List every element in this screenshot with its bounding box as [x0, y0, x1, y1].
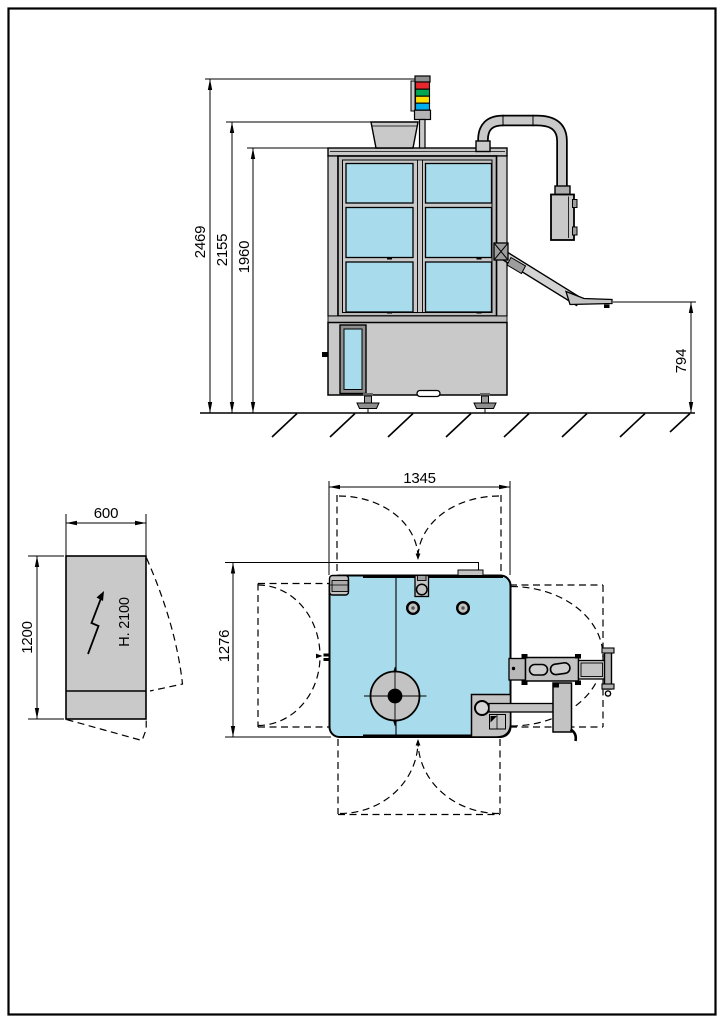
hmi-panel [550, 193, 578, 241]
top-edge-strip [457, 569, 484, 576]
hmi-button-bottom [572, 226, 578, 236]
window-6 [424, 261, 493, 313]
cabinet-door-swing-bottom [66, 718, 147, 742]
dim-outfeed-height-label: 794 [673, 349, 690, 373]
center-mullion [417, 159, 423, 313]
glass-windows [343, 162, 493, 390]
base-door-glass [343, 328, 363, 390]
outfeed-chute [493, 242, 613, 308]
beacon-green-segment [414, 88, 431, 97]
dim-cabinet-width-label: 600 [94, 505, 118, 522]
top-clamp-tab [414, 574, 430, 598]
leveling-foot-right [473, 393, 497, 413]
leveling-foot-left [356, 393, 380, 413]
cabinet-door-swing-right [145, 557, 184, 692]
chute-clamp [506, 256, 527, 275]
stack-light-cap [414, 75, 431, 83]
stack-light-pole [418, 118, 426, 149]
door-swing-envelopes [257, 495, 604, 816]
beacon-blue-segment [414, 102, 431, 111]
machine-plan-body [323, 569, 615, 742]
cabinet-view: 600 1200 H. 2100 [19, 505, 184, 742]
turntable [364, 666, 427, 727]
window-2 [424, 162, 493, 204]
hmi-button-top [572, 199, 578, 208]
window-5 [345, 261, 414, 313]
dim-total-height-label: 2469 [192, 226, 209, 259]
front-dimensions: 2469 2155 1960 794 [192, 78, 696, 413]
beacon-yellow-segment [414, 95, 431, 104]
pendant-arm [475, 114, 571, 196]
arm-flange [475, 140, 491, 153]
corner-hinge-block [328, 574, 350, 596]
dim-plan-depth-label: 1276 [216, 630, 233, 663]
window-1 [345, 162, 414, 204]
right-column [495, 155, 508, 317]
stack-light-bracket [410, 80, 416, 112]
cabinet-body [65, 555, 147, 720]
cabinet-dimensions: 600 1200 [19, 505, 147, 720]
window-4 [424, 206, 493, 259]
dim-cabin-height-label: 1960 [236, 241, 253, 274]
dim-plan-width-label: 1345 [403, 470, 436, 487]
cabinet-height-label: H. 2100 [117, 597, 133, 647]
outfeed-conveyor [508, 647, 615, 697]
outfeed-support-block [552, 682, 578, 742]
window-3 [345, 206, 414, 259]
lightning-bolt-icon [87, 591, 104, 655]
plan-dimensions: 1345 1276 [216, 470, 511, 738]
drawing-border [7, 7, 717, 1016]
left-column [327, 155, 339, 317]
base-handle [416, 389, 441, 398]
ground-hatching [271, 412, 691, 438]
beacon-red-segment [414, 81, 431, 90]
hopper [370, 121, 419, 149]
chute-exit-tray [564, 290, 613, 306]
stack-light [410, 75, 432, 149]
dim-hopper-height-label: 2155 [214, 234, 231, 267]
arm-connector [554, 185, 571, 196]
dim-cabinet-depth-label: 1200 [19, 621, 36, 654]
stack-light-base [413, 109, 432, 121]
front-view: 2469 2155 1960 794 [192, 75, 696, 438]
conveyor-end-plate [603, 647, 613, 690]
base-lip [327, 315, 508, 323]
side-latch [322, 352, 328, 357]
plan-view: 1345 1276 [216, 470, 615, 816]
